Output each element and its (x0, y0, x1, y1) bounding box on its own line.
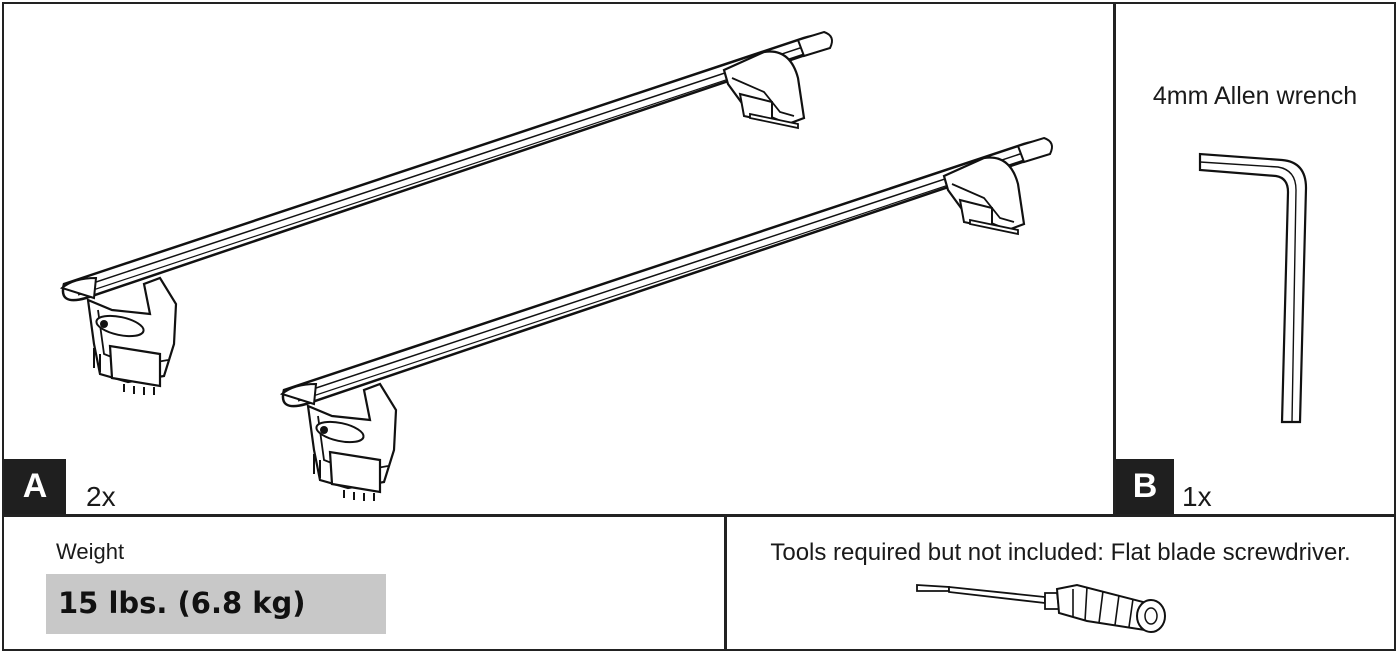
flat-blade-screwdriver-icon (916, 583, 1166, 633)
quantity-b: 1x (1182, 481, 1212, 512)
divider-vertical-bottom (724, 514, 727, 651)
allen-wrench-label: 4mm Allen wrench (1152, 82, 1358, 110)
divider-horizontal (2, 514, 1396, 517)
weight-value-box: 15 lbs. (6.8 kg) (46, 574, 386, 634)
allen-wrench-icon (1198, 152, 1308, 424)
item-badge-b: B (1116, 459, 1174, 514)
divider-vertical-top (1113, 2, 1116, 516)
item-badge-a: A (4, 459, 66, 514)
panel-weight: Weight 15 lbs. (6.8 kg) (4, 517, 724, 649)
quantity-a: 2x (86, 481, 116, 512)
roof-rack-crossbar-icon (60, 30, 1054, 503)
tools-required-text: Tools required but not included: Flat bl… (770, 539, 1351, 566)
panel-a-crossbars: A 2x (4, 4, 1113, 514)
panel-b-allen-wrench: 4mm Allen wrench B 1x (1116, 4, 1394, 514)
panel-tools-required: Tools required but not included: Flat bl… (727, 517, 1394, 649)
weight-label: Weight (56, 539, 125, 564)
weight-value: 15 lbs. (6.8 kg) (58, 586, 306, 620)
